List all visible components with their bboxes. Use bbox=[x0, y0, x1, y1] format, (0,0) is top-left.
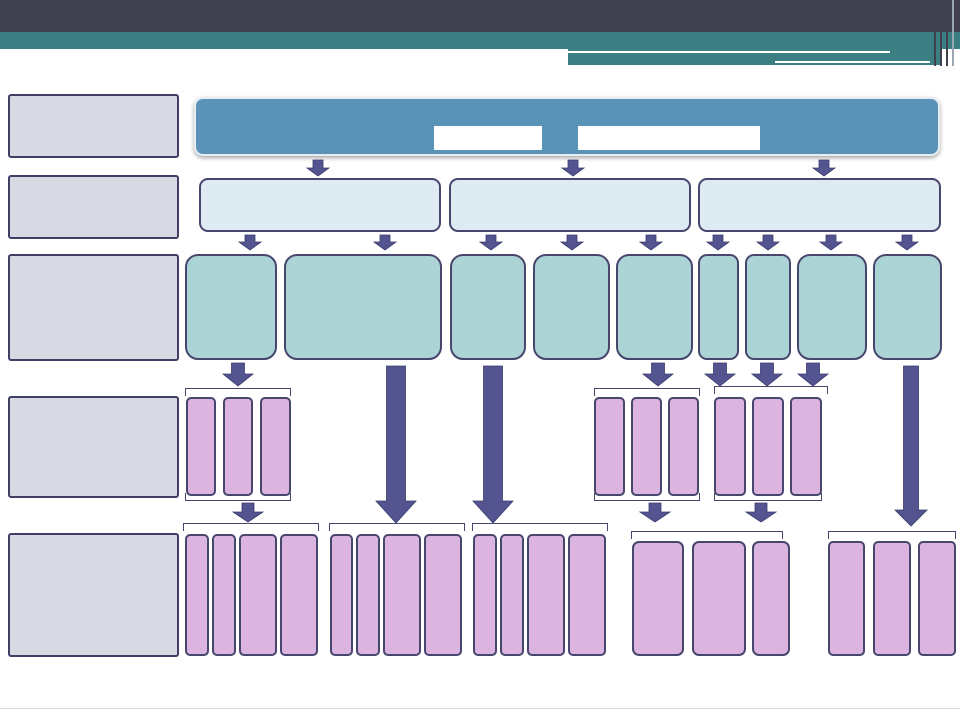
level5-leaf bbox=[473, 534, 497, 656]
level4-leaf bbox=[594, 397, 625, 496]
header-vertical-line bbox=[946, 0, 948, 66]
level3-node bbox=[698, 254, 739, 360]
row-header-level-4 bbox=[8, 396, 179, 498]
level3-node bbox=[533, 254, 610, 360]
level5-leaf bbox=[356, 534, 380, 656]
level5-leaf bbox=[527, 534, 565, 656]
row-header-level-2 bbox=[8, 175, 179, 239]
level5-leaf bbox=[212, 534, 236, 656]
level5-leaf bbox=[383, 534, 421, 656]
level3-node bbox=[616, 254, 693, 360]
root-node bbox=[194, 97, 940, 156]
down-arrow bbox=[221, 362, 255, 387]
level5-leaf bbox=[692, 541, 746, 656]
down-arrow bbox=[744, 502, 778, 523]
level2-node bbox=[199, 178, 441, 232]
group-bracket bbox=[714, 493, 822, 501]
down-arrow bbox=[231, 502, 265, 523]
level5-leaf bbox=[752, 541, 790, 656]
down-arrow bbox=[818, 234, 844, 251]
row-header-level-3 bbox=[8, 254, 179, 361]
down-arrow bbox=[237, 234, 263, 251]
level4-leaf bbox=[186, 397, 216, 496]
level5-leaf bbox=[239, 534, 277, 656]
header-vertical-line bbox=[952, 0, 954, 66]
down-arrow bbox=[703, 362, 737, 387]
header-rule-line bbox=[568, 51, 890, 53]
group-bracket bbox=[714, 386, 828, 394]
level5-leaf bbox=[185, 534, 209, 656]
group-bracket bbox=[594, 388, 700, 396]
group-bracket bbox=[329, 523, 465, 531]
level4-leaf bbox=[790, 397, 822, 496]
down-arrow bbox=[559, 234, 585, 251]
group-bracket bbox=[185, 493, 291, 501]
group-bracket bbox=[631, 531, 783, 539]
footer-divider bbox=[0, 708, 960, 709]
down-arrow bbox=[305, 159, 331, 177]
root-label-box bbox=[578, 126, 760, 150]
row-header-level-1 bbox=[8, 94, 179, 158]
level5-leaf bbox=[330, 534, 353, 656]
down-arrow bbox=[894, 234, 920, 251]
level4-leaf bbox=[714, 397, 746, 496]
level3-node bbox=[797, 254, 867, 360]
long-down-arrow bbox=[894, 365, 928, 527]
header-vertical-line bbox=[934, 0, 936, 66]
level5-leaf bbox=[918, 541, 956, 656]
level4-leaf bbox=[260, 397, 291, 496]
level5-leaf bbox=[828, 541, 865, 656]
group-bracket bbox=[594, 493, 700, 501]
level5-leaf bbox=[632, 541, 684, 656]
level3-node bbox=[450, 254, 526, 360]
long-down-arrow bbox=[375, 365, 417, 524]
down-arrow bbox=[638, 502, 672, 523]
down-arrow bbox=[372, 234, 398, 251]
level5-leaf bbox=[873, 541, 911, 656]
root-label-box bbox=[434, 126, 542, 150]
level3-node bbox=[185, 254, 277, 360]
header-accent-band bbox=[0, 32, 960, 49]
group-bracket bbox=[183, 523, 319, 531]
level5-leaf bbox=[500, 534, 524, 656]
header-bar bbox=[0, 0, 960, 32]
level4-leaf bbox=[668, 397, 699, 496]
down-arrow bbox=[796, 362, 830, 387]
level4-leaf bbox=[631, 397, 662, 496]
down-arrow bbox=[755, 234, 781, 251]
level4-leaf bbox=[752, 397, 784, 496]
group-bracket bbox=[185, 388, 291, 396]
down-arrow bbox=[750, 362, 784, 387]
level3-node bbox=[284, 254, 442, 360]
level3-node bbox=[745, 254, 791, 360]
header-rule-line bbox=[775, 61, 930, 63]
header-vertical-line bbox=[940, 0, 942, 66]
down-arrow bbox=[560, 159, 586, 177]
level2-node bbox=[449, 178, 691, 232]
row-header-level-5 bbox=[8, 533, 179, 657]
level5-leaf bbox=[568, 534, 606, 656]
long-down-arrow bbox=[472, 365, 514, 524]
group-bracket bbox=[472, 523, 608, 531]
down-arrow bbox=[705, 234, 731, 251]
down-arrow bbox=[811, 159, 837, 177]
down-arrow bbox=[641, 362, 675, 387]
group-bracket bbox=[828, 531, 956, 539]
level4-leaf bbox=[223, 397, 253, 496]
level2-node bbox=[698, 178, 941, 232]
down-arrow bbox=[638, 234, 664, 251]
level5-leaf bbox=[280, 534, 318, 656]
level5-leaf bbox=[424, 534, 462, 656]
level3-node bbox=[873, 254, 942, 360]
down-arrow bbox=[478, 234, 504, 251]
